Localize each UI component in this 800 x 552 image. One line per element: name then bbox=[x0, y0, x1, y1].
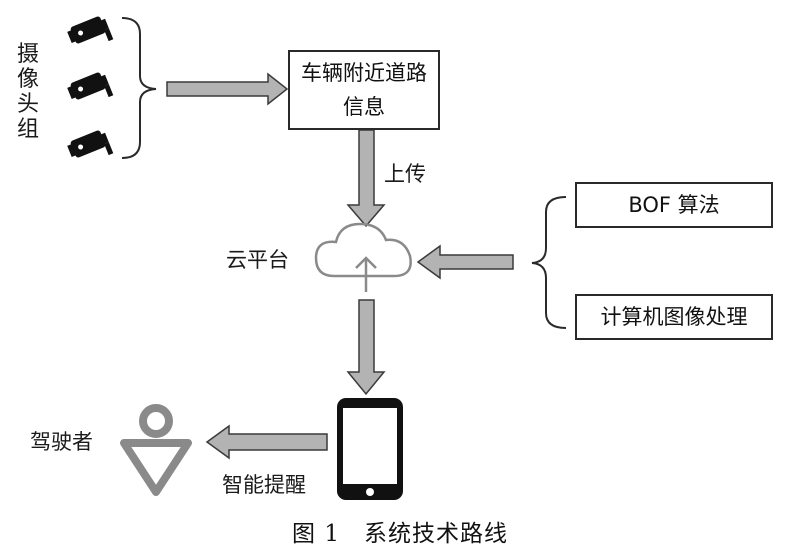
upload-label: 上传 bbox=[384, 162, 426, 186]
figure-caption: 图 1 系统技术路线 bbox=[292, 521, 508, 547]
camera-icon-2 bbox=[66, 70, 114, 111]
road-info-box: 车辆附近道路信息 bbox=[288, 50, 440, 130]
driver-label: 驾驶者 bbox=[30, 430, 93, 454]
algorithm-brace bbox=[531, 196, 567, 329]
arrow-cloud-to-phone bbox=[346, 299, 386, 396]
camera-group-label: 摄像头组 bbox=[16, 42, 39, 142]
arrow-algorithms-to-cloud bbox=[416, 244, 514, 280]
image-processing-box: 计算机图像处理 bbox=[575, 294, 773, 340]
cloud-platform-label: 云平台 bbox=[226, 248, 289, 272]
smartphone-icon bbox=[337, 398, 403, 500]
cloud-upload-icon bbox=[314, 222, 412, 292]
smart-alert-label: 智能提醒 bbox=[222, 473, 306, 497]
camera-icon-1 bbox=[66, 14, 114, 55]
road-info-label: 车辆附近道路信息 bbox=[301, 61, 427, 119]
bof-box: BOF 算法 bbox=[575, 182, 773, 228]
image-processing-label: 计算机图像处理 bbox=[600, 305, 748, 329]
person-pin-icon bbox=[120, 404, 192, 496]
arrow-upload-down bbox=[346, 129, 386, 228]
arrow-to-road-info bbox=[166, 72, 289, 106]
camera-brace bbox=[121, 17, 157, 159]
camera-icon-3 bbox=[66, 128, 114, 169]
bof-label: BOF 算法 bbox=[628, 193, 720, 217]
arrow-phone-to-driver bbox=[205, 424, 328, 460]
